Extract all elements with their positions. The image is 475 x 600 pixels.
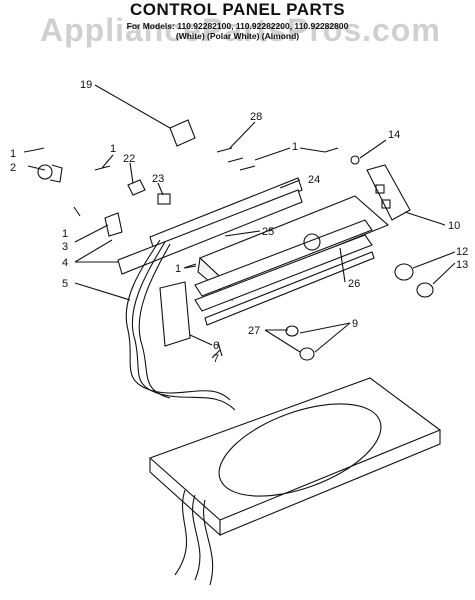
control-knob-hole — [303, 233, 321, 251]
screw-28a — [216, 147, 233, 153]
label-19: 19 — [80, 79, 92, 91]
leader-1a — [23, 149, 36, 153]
end-cap — [366, 164, 411, 221]
wire-harness-2 — [131, 241, 236, 411]
screw-7 — [217, 341, 223, 357]
leader-26 — [339, 247, 346, 283]
cabinet-side-edge — [219, 430, 441, 536]
screw-1d — [324, 147, 339, 153]
bracket-19 — [169, 119, 196, 147]
panel-6 — [159, 281, 191, 347]
label-1e: 1 — [175, 263, 181, 275]
label-2: 2 — [10, 162, 16, 174]
lower-wire-1 — [174, 489, 188, 576]
label-22: 22 — [123, 153, 135, 165]
switch-2-body — [49, 164, 63, 183]
leader-2 — [27, 165, 46, 171]
leader-10 — [404, 211, 446, 226]
label-24: 24 — [308, 174, 320, 186]
nut-14 — [350, 155, 360, 165]
end-cap-slot — [375, 184, 385, 194]
models-line: For Models: 110.92282100, 110.92282200, … — [126, 21, 349, 31]
leader-9a — [299, 322, 351, 334]
label-1b: 1 — [110, 143, 116, 155]
label-6: 6 — [213, 340, 219, 352]
label-7: 7 — [213, 353, 219, 365]
watermark: AppliancePartsPros.com — [40, 12, 441, 48]
knob-9b — [299, 347, 315, 361]
clip-22 — [127, 179, 146, 196]
mounting-bracket — [117, 189, 303, 275]
label-4: 4 — [62, 257, 68, 269]
leader-1c — [254, 147, 291, 161]
label-28: 28 — [250, 111, 262, 123]
label-14: 14 — [388, 129, 400, 141]
label-10: 10 — [448, 220, 460, 232]
label-1d: 1 — [62, 228, 68, 240]
label-1c: 1 — [292, 141, 298, 153]
screw-1c — [239, 165, 256, 171]
label-13: 13 — [456, 259, 468, 271]
label-27: 27 — [248, 325, 260, 337]
leader-27b — [264, 329, 301, 353]
leader-5 — [74, 282, 131, 301]
knob-9a — [285, 325, 299, 337]
knob-12 — [394, 263, 414, 281]
leader-28 — [229, 121, 256, 149]
label-23: 23 — [152, 173, 164, 185]
leader-14 — [359, 139, 387, 159]
leader-23 — [157, 182, 164, 196]
screw-1a — [34, 147, 45, 151]
switch-2 — [37, 164, 53, 180]
lower-wire-3 — [203, 499, 214, 586]
label-5: 5 — [62, 278, 68, 290]
leader-13 — [432, 262, 456, 285]
label-3: 3 — [62, 241, 68, 253]
label-26: 26 — [348, 278, 360, 290]
label-25: 25 — [262, 226, 274, 238]
bracket-strip — [149, 177, 303, 251]
clip-23 — [157, 193, 171, 205]
wire-harness-3 — [138, 243, 171, 399]
leader-12 — [412, 251, 456, 269]
leader-1d — [299, 147, 326, 153]
page-title: CONTROL PANEL PARTS — [129, 0, 346, 19]
variants-line: (White) (Polar White) (Almond) — [175, 31, 300, 41]
leader-19 — [94, 84, 171, 129]
leader-1b — [101, 154, 114, 169]
leader-7 — [211, 349, 221, 359]
knob-13 — [416, 282, 434, 298]
cabinet-front-edge — [149, 458, 221, 537]
screw-3 — [73, 206, 81, 217]
switch-3 — [104, 212, 123, 237]
label-9: 9 — [352, 318, 358, 330]
leader-9b — [314, 322, 351, 353]
front-trim-lower — [194, 234, 373, 312]
label-1a: 1 — [10, 148, 16, 160]
leader-24 — [279, 179, 301, 189]
wire-harness-1 — [125, 239, 231, 401]
front-trim-bottom — [204, 251, 375, 326]
leader-4b — [74, 239, 113, 263]
front-trim — [194, 219, 373, 297]
leader-6 — [189, 334, 213, 346]
screw-28b — [227, 157, 244, 163]
lower-wire-2 — [192, 494, 201, 581]
leader-25 — [224, 230, 261, 237]
leader-22 — [129, 162, 134, 184]
leader-3 — [74, 224, 109, 243]
label-12: 12 — [456, 246, 468, 258]
leader-1e — [184, 265, 197, 269]
lid-opening — [218, 403, 382, 497]
end-cap-slot-2 — [381, 199, 391, 209]
